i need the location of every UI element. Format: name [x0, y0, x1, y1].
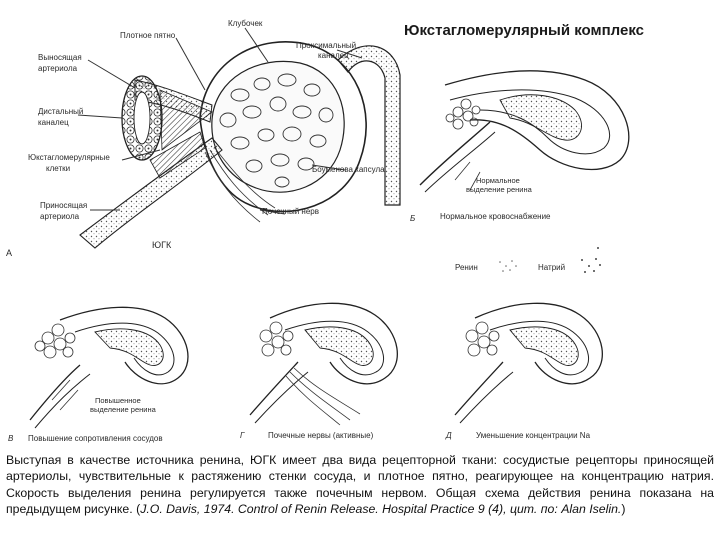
label-macula-densa: Плотное пятно — [120, 31, 176, 40]
label-bowman-capsule: Боуменова капсула — [312, 165, 385, 174]
label-efferent-1: Выносящая — [38, 53, 82, 62]
label-jg-cells-1: Юкстагломерулярные — [28, 153, 110, 162]
label-afferent-1: Приносящая — [40, 201, 87, 210]
caption-text: Выступая в качестве источника ренина, ЮГ… — [6, 453, 714, 516]
legend-sodium-label: Натрий — [538, 263, 565, 272]
diagram-canvas: Плотное пятно Клубочек Проксимальный кан… — [6, 19, 630, 443]
label-b-secretion-2: выделение ренина — [466, 185, 533, 194]
figure-g: Г Почечные нервы (активные) — [240, 302, 398, 440]
figure-v: Повышенное выделение ренина В Повышение … — [8, 306, 189, 443]
legend-renin-swatch — [499, 260, 517, 272]
figure-b: Нормальное выделение ренина Б Нормальное… — [410, 70, 630, 223]
label-v-secretion-1: Повышенное — [95, 396, 141, 405]
caption-citation: J.O. Davis, 1974. Control of Renin Relea… — [140, 501, 622, 516]
figure-b-letter: Б — [410, 214, 415, 223]
figure-a-name: ЮГК — [152, 240, 172, 250]
figure-caption: Выступая в качестве источника ренина, ЮГ… — [6, 452, 714, 517]
glomerular-capillaries — [219, 73, 334, 188]
label-glomerulus: Клубочек — [228, 19, 263, 28]
figure-d-caption: Уменьшение концентрации Na — [476, 431, 591, 440]
label-jg-cells-2: клетки — [46, 164, 70, 173]
figure-d-letter: Д — [445, 431, 452, 440]
cell-cluster — [259, 321, 294, 357]
label-b-secretion-1: Нормальное — [476, 176, 520, 185]
figure-b-caption: Нормальное кровоснабжение — [440, 212, 551, 221]
jg-cells — [149, 131, 206, 179]
figure-g-caption: Почечные нервы (активные) — [268, 431, 374, 440]
label-efferent-2: артериола — [38, 64, 78, 73]
figure-a: Плотное пятно Клубочек Проксимальный кан… — [6, 19, 401, 258]
figure-v-letter: В — [8, 434, 14, 443]
cell-cluster — [465, 321, 500, 357]
caption-end: ) — [621, 501, 626, 516]
label-distal-2: каналец — [38, 118, 69, 127]
figure-v-caption: Повышение сопротивления сосудов — [28, 434, 163, 443]
proximal-tubule — [337, 45, 401, 206]
page-title: Юкстагломерулярный комплекс — [404, 22, 644, 39]
label-distal-1: Дистальный — [38, 107, 83, 116]
label-renal-nerve: Почечный нерв — [262, 207, 319, 216]
figure-g-letter: Г — [240, 431, 245, 440]
label-proximal-2: каналец — [318, 51, 349, 60]
renal-nerve — [204, 146, 276, 223]
cell-cluster — [34, 323, 76, 359]
cell-cluster — [445, 98, 481, 130]
label-afferent-2: артериола — [40, 212, 80, 221]
label-proximal-1: Проксимальный — [296, 41, 356, 50]
afferent-arteriole — [79, 137, 223, 249]
tubule-loop — [499, 94, 582, 141]
figure-a-letter: А — [6, 248, 12, 258]
legend-renin-label: Ренин — [455, 263, 478, 272]
label-v-secretion-2: выделение ренина — [90, 405, 157, 414]
legend: Ренин Натрий — [455, 247, 601, 273]
legend-sodium-swatch — [581, 247, 601, 273]
macula-densa — [159, 89, 213, 151]
figure-d: Д Уменьшение концентрации Na — [445, 302, 603, 440]
